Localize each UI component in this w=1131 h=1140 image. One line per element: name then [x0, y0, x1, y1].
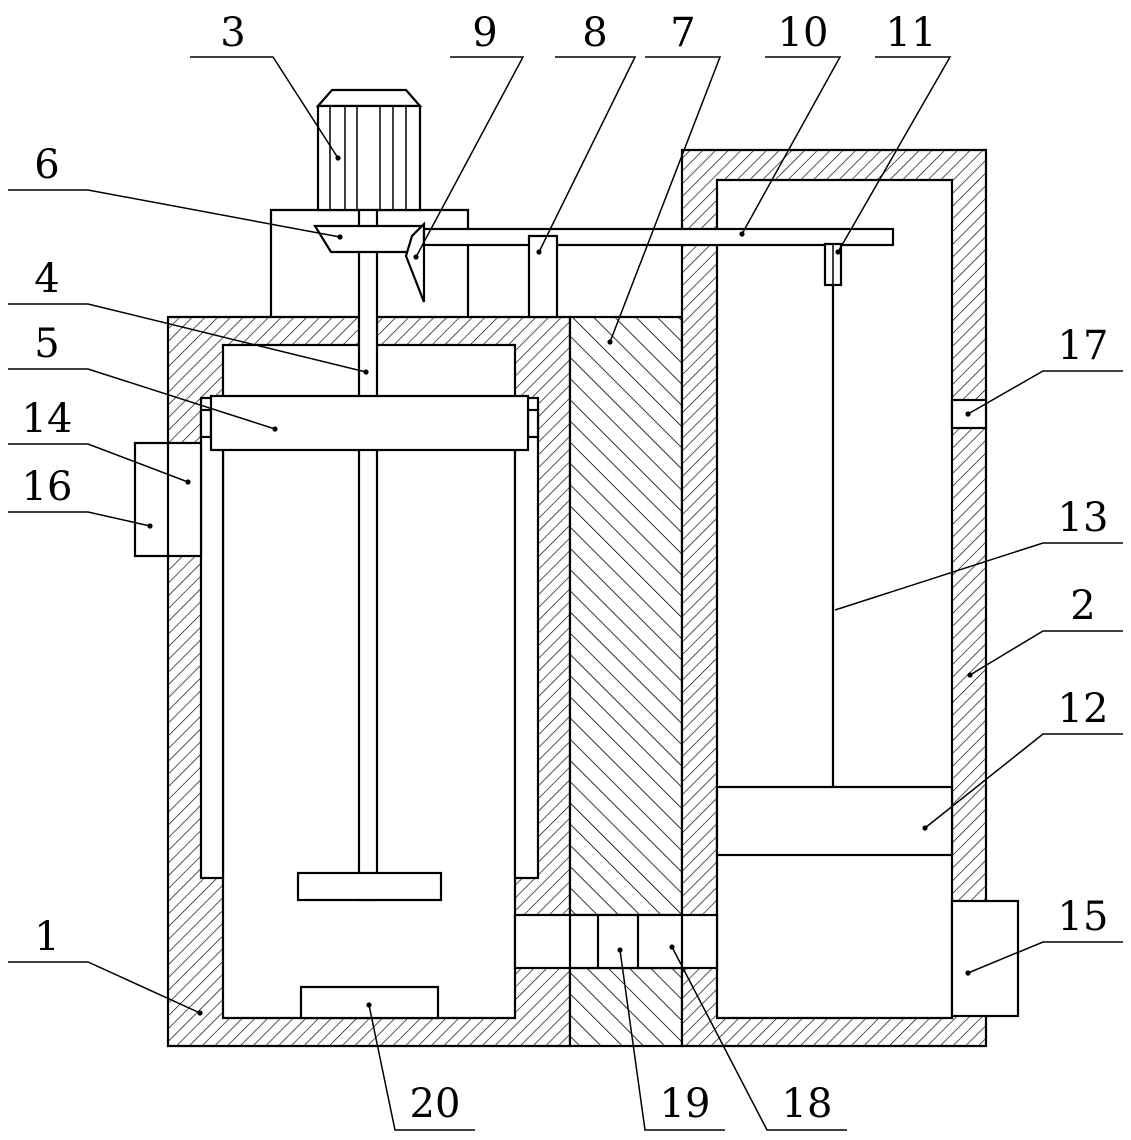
label-18: 18: [782, 1081, 833, 1127]
label-7: 7: [670, 10, 695, 56]
shaft-10: [422, 227, 895, 247]
inner-sleeve: [199, 396, 540, 880]
label-17: 17: [1058, 323, 1109, 369]
label-4: 4: [34, 256, 59, 302]
label-2: 2: [1070, 583, 1095, 629]
label-11: 11: [886, 10, 937, 56]
label-8: 8: [582, 10, 607, 56]
inlet-14-16: [133, 441, 203, 558]
shaft-4: [357, 208, 379, 902]
label-12: 12: [1058, 686, 1109, 732]
motor-3: [315, 88, 423, 212]
label-6: 6: [34, 142, 59, 188]
stirring-blade: [296, 871, 443, 902]
piston-12: [715, 785, 954, 857]
label-5: 5: [34, 321, 59, 367]
outlet-15: [950, 899, 1020, 1018]
label-16: 16: [22, 464, 73, 510]
label-20: 20: [410, 1081, 461, 1127]
label-1: 1: [34, 914, 59, 960]
label-15: 15: [1058, 894, 1109, 940]
label-9: 9: [472, 10, 497, 56]
support-8: [527, 234, 559, 319]
labels: 3 9 8 7 10 11 6 4 5 14 16 1 17 13 2 12 1…: [22, 10, 1109, 1127]
leader-lines: [8, 56, 1123, 1131]
label-13: 13: [1058, 495, 1109, 541]
label-19: 19: [660, 1081, 711, 1127]
bevel-gear-6: [313, 224, 424, 254]
plate-5: [199, 394, 540, 452]
bevel-gear-9: [404, 221, 426, 303]
connecting-channel: [513, 913, 719, 970]
label-10: 10: [778, 10, 829, 56]
label-3: 3: [220, 10, 245, 56]
label-14: 14: [22, 396, 73, 442]
